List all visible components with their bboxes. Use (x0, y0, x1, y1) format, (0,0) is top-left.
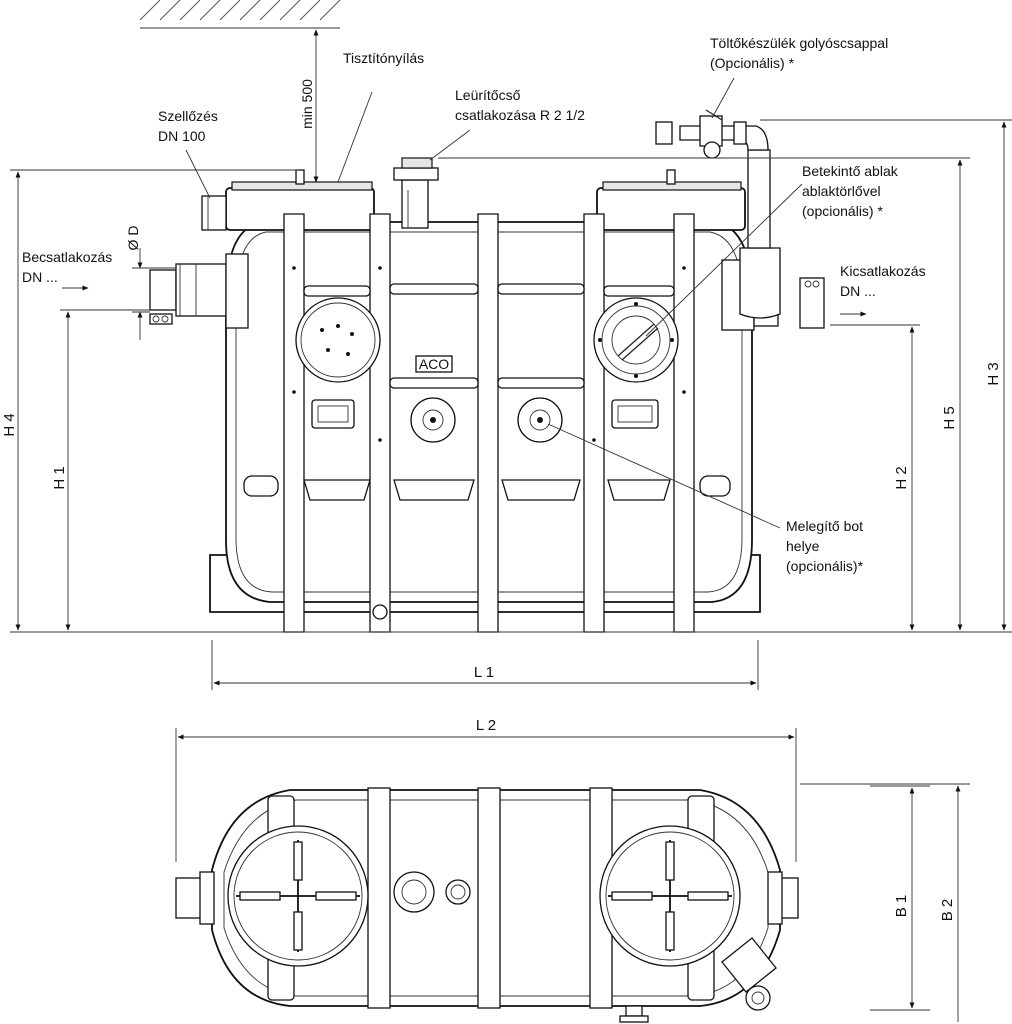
label-betekinto-3: (opcionális) * (802, 203, 883, 219)
label-tisztito: Tisztítónyílás (343, 50, 424, 66)
label-melegito-1: Melegítő bot (786, 518, 863, 534)
dim-h5: H 5 (941, 406, 958, 429)
dim-b1: B 1 (893, 895, 910, 918)
label-melegito-2: helye (786, 538, 820, 554)
front-labels: Szellőzés DN 100 Tisztítónyílás Leürítőc… (22, 35, 926, 574)
label-toltokeszulek-1: Töltőkészülék golyóscsappal (710, 35, 888, 51)
ceiling-hatch (139, 0, 341, 29)
label-leurito-1: Leürítőcső (455, 87, 521, 103)
front-view: ACO (149, 109, 825, 633)
bands (243, 283, 731, 501)
dim-od: Ø D (125, 226, 141, 251)
label-becsatlakozas-1: Becsatlakozás (22, 249, 112, 265)
dim-min500: min 500 (299, 79, 315, 129)
label-szellozes-2: DN 100 (158, 128, 206, 144)
dim-l1: L 1 (474, 664, 494, 681)
dim-h4: H 4 (1, 413, 18, 436)
dim-b2: B 2 (939, 899, 956, 922)
label-leurito-2: csatlakozása R 2 1/2 (455, 107, 585, 123)
label-toltokeszulek-2: (Opcionális) * (710, 55, 795, 71)
front-dimensions: H 4 H 1 H 2 H 5 H 3 min 500 Ø D L 1 (1, 29, 1012, 690)
dim-h2: H 2 (893, 466, 910, 489)
ribs (283, 213, 695, 633)
label-kicsatlakozas-2: DN ... (840, 283, 876, 299)
label-betekinto-2: ablaktörlővel (802, 183, 881, 199)
dim-h1: H 1 (51, 466, 68, 489)
label-melegito-3: (opcionális)* (786, 558, 864, 574)
top-view: L 2 (175, 717, 799, 1023)
label-betekinto-1: Betekintő ablak (802, 163, 899, 179)
dim-h3: H 3 (985, 362, 1002, 385)
brand-logo: ACO (419, 356, 449, 372)
label-szellozes-1: Szellőzés (158, 108, 218, 124)
label-becsatlakozas-2: DN ... (22, 269, 58, 285)
dim-l2: L 2 (476, 717, 496, 734)
top-dimensions: B 1 B 2 (800, 783, 970, 1022)
label-kicsatlakozas-1: Kicsatlakozás (840, 263, 926, 279)
